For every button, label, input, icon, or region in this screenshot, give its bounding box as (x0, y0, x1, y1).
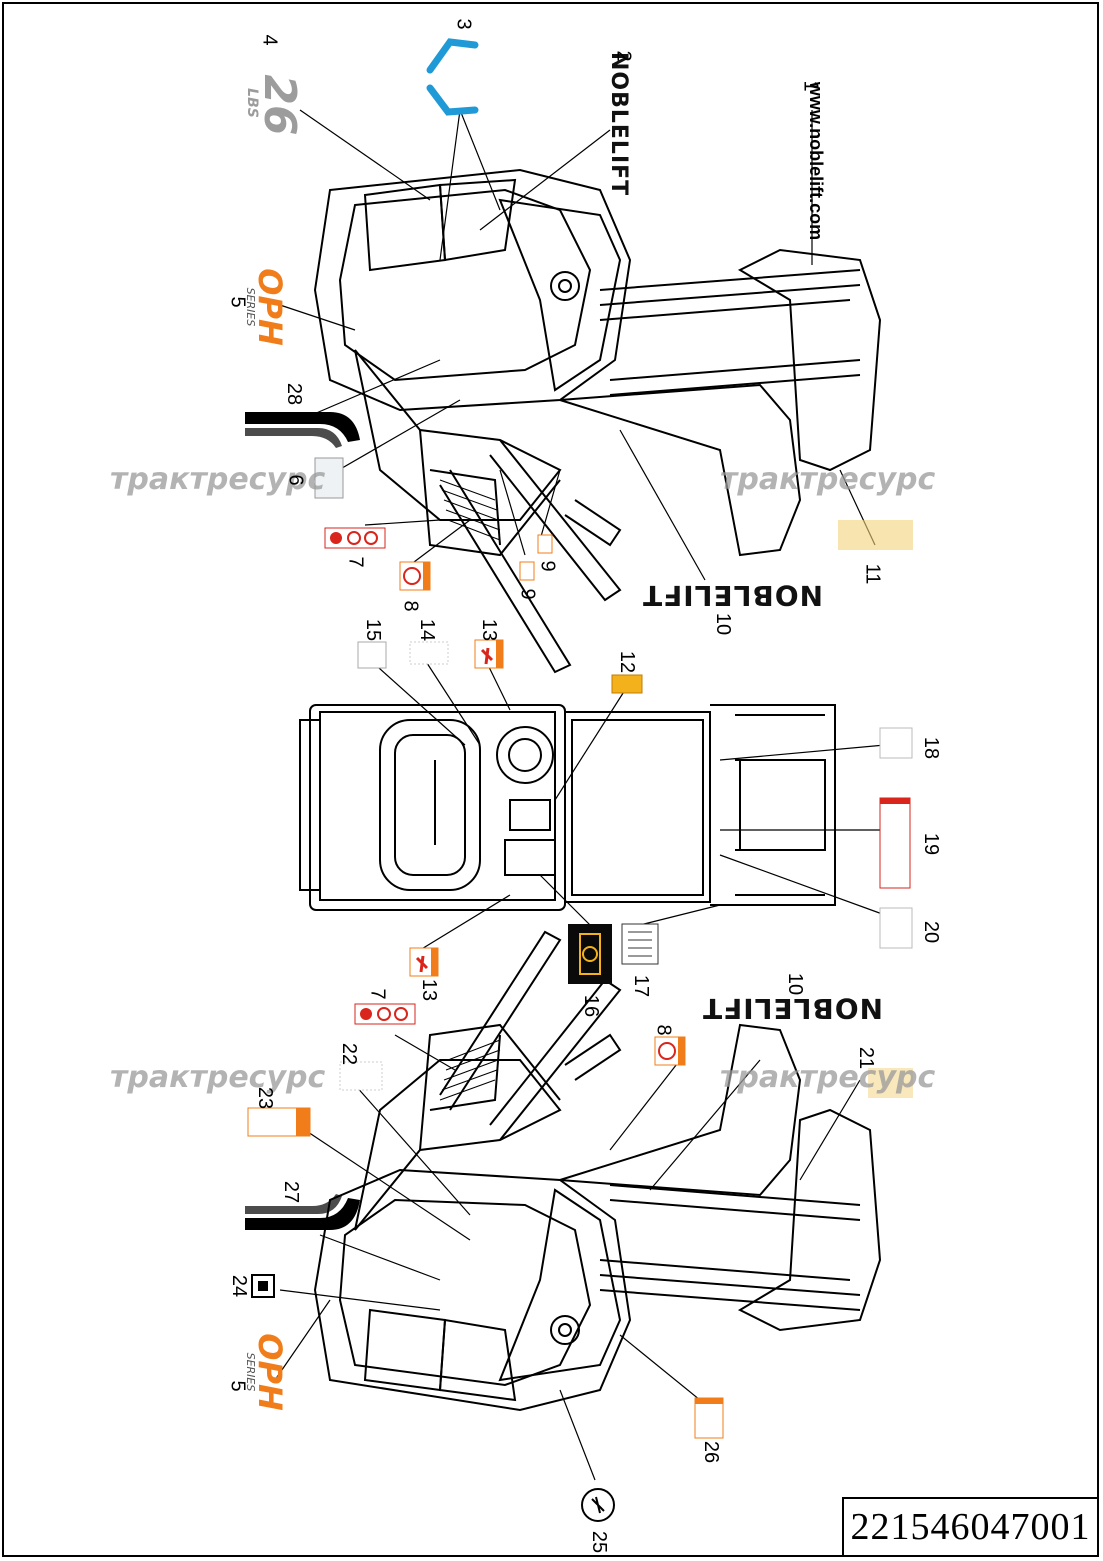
series-word-bottom: SERIES (244, 1352, 257, 1392)
callout-7-top: 7 (344, 556, 367, 568)
top-truck-drawing (264, 109, 882, 674)
middle-truck-drawing (299, 659, 886, 951)
callout-12: 12 (616, 650, 639, 674)
callout-10-top: 10 (712, 612, 735, 636)
brand-decal-small: NOBLELIFT (606, 52, 631, 197)
callout-28: 28 (283, 382, 306, 406)
callout-8-bottom: 8 (652, 1024, 675, 1036)
callout-25: 25 (588, 1530, 611, 1554)
watermark-1: трактресурс (110, 462, 326, 497)
callout-19: 19 (920, 832, 943, 856)
callout-2: 2 (612, 50, 635, 62)
series-decal-top: OPH (251, 268, 289, 346)
brand-decal-top-text: NOBLELIFT (641, 579, 824, 612)
callout-22: 22 (338, 1042, 361, 1066)
callout-7-bottom: 7 (366, 988, 389, 1000)
callout-1: 1 (799, 80, 822, 92)
callout-16: 16 (580, 994, 603, 1018)
blue-trim-decal (426, 38, 479, 116)
callout-13-top: 13 (478, 618, 501, 642)
watermark-3: трактресурс (110, 1060, 326, 1095)
brand-decal-bottom: NOBLELIFT (700, 992, 885, 1025)
callout-26: 26 (700, 1440, 723, 1464)
brand-decal-bottom-text: NOBLELIFT (701, 992, 884, 1025)
document-number-box: 221546047001 (842, 1497, 1099, 1557)
callout-8-top: 8 (399, 600, 422, 612)
callout-21: 21 (855, 1046, 878, 1070)
callout-18: 18 (920, 736, 943, 760)
callout-14: 14 (416, 618, 439, 642)
watermark-4: трактресурс (720, 1060, 936, 1095)
callout-9-b: 9 (516, 588, 539, 600)
capacity-number-decal: 26 (254, 74, 305, 136)
bottom-truck-drawing (274, 930, 882, 1481)
callout-5-top: 5 (226, 296, 249, 308)
callout-20: 20 (920, 920, 943, 944)
callout-5-bottom: 5 (226, 1380, 249, 1392)
callout-17: 17 (630, 974, 653, 998)
callout-3: 3 (452, 18, 475, 30)
callout-10-bottom: 10 (784, 972, 807, 996)
callout-9-a: 9 (536, 560, 559, 572)
callout-11: 11 (861, 563, 884, 585)
callout-13-bottom: 13 (418, 978, 441, 1002)
callout-6: 6 (284, 474, 307, 486)
callout-15: 15 (362, 618, 385, 642)
stripe-decal-bottom (245, 1194, 360, 1230)
brand-decal-top: NOBLELIFT (640, 579, 825, 612)
label-decals (247, 457, 913, 1522)
stripe-decal-top (245, 412, 360, 448)
callout-23: 23 (254, 1086, 277, 1110)
document-number: 221546047001 (850, 1506, 1091, 1548)
callout-4: 4 (258, 34, 281, 46)
callout-27: 27 (280, 1180, 303, 1204)
callout-24: 24 (228, 1274, 251, 1298)
watermark-2: трактресурс (720, 462, 936, 497)
website-decal: www.noblelift.com (806, 81, 826, 241)
capacity-unit-decal: LBS (244, 88, 260, 118)
series-decal-bottom: OPH (251, 1333, 289, 1411)
